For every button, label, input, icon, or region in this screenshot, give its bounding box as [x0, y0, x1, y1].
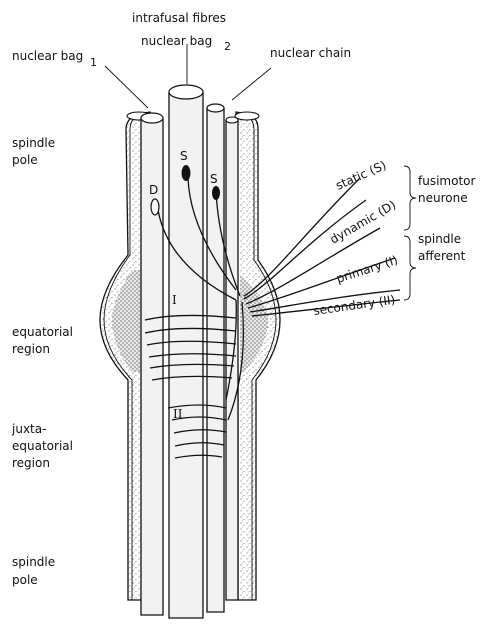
- braces: [404, 166, 416, 300]
- label-spindle-pole-top: spindle: [12, 136, 55, 150]
- static-ending-s2: [212, 186, 220, 200]
- label-ending-secondary: II: [173, 407, 183, 421]
- label-nuclear-chain: nuclear chain: [270, 46, 351, 60]
- label-dynamic: dynamic (D): [328, 198, 399, 247]
- label-static: static (S): [334, 158, 389, 193]
- label-ending-s2: S: [210, 172, 218, 186]
- label-juxta-equatorial-3: region: [12, 456, 50, 470]
- static-ending-s1: [182, 165, 191, 181]
- label-juxta-equatorial: juxta-: [11, 422, 46, 436]
- label-ending-s1: S: [180, 149, 188, 163]
- dynamic-ending-d: [151, 199, 159, 215]
- label-spindle-pole-bottom-2: pole: [12, 573, 38, 587]
- label-intrafusal-fibres: intrafusal fibres: [132, 11, 226, 25]
- label-spindle-pole-top-2: pole: [12, 153, 38, 167]
- label-fusimotor: fusimotor: [418, 174, 475, 188]
- label-nuclear-bag-1: nuclear bag: [12, 49, 83, 63]
- label-primary: primary (I): [335, 253, 400, 286]
- label-spindle-pole-bottom: spindle: [12, 555, 55, 569]
- label-nuclear-bag-2: nuclear bag: [141, 34, 212, 48]
- label-ending-primary: I: [172, 293, 177, 307]
- nuclear-bag-2-fibre: [169, 85, 203, 618]
- label-equatorial-region: equatorial: [12, 325, 73, 339]
- label-nuclear-bag-1-sub: 1: [90, 56, 97, 69]
- label-ending-d: D: [149, 183, 158, 197]
- intrafusal-fibres: [141, 85, 238, 618]
- label-juxta-equatorial-2: equatorial: [12, 439, 73, 453]
- label-secondary: secondary (II): [312, 293, 396, 318]
- label-spindle-afferent-2: afferent: [418, 249, 466, 263]
- label-fusimotor-2: neurone: [418, 191, 468, 205]
- label-equatorial-region-2: region: [12, 342, 50, 356]
- label-nuclear-bag-2-sub: 2: [224, 40, 231, 53]
- label-spindle-afferent: spindle: [418, 232, 461, 246]
